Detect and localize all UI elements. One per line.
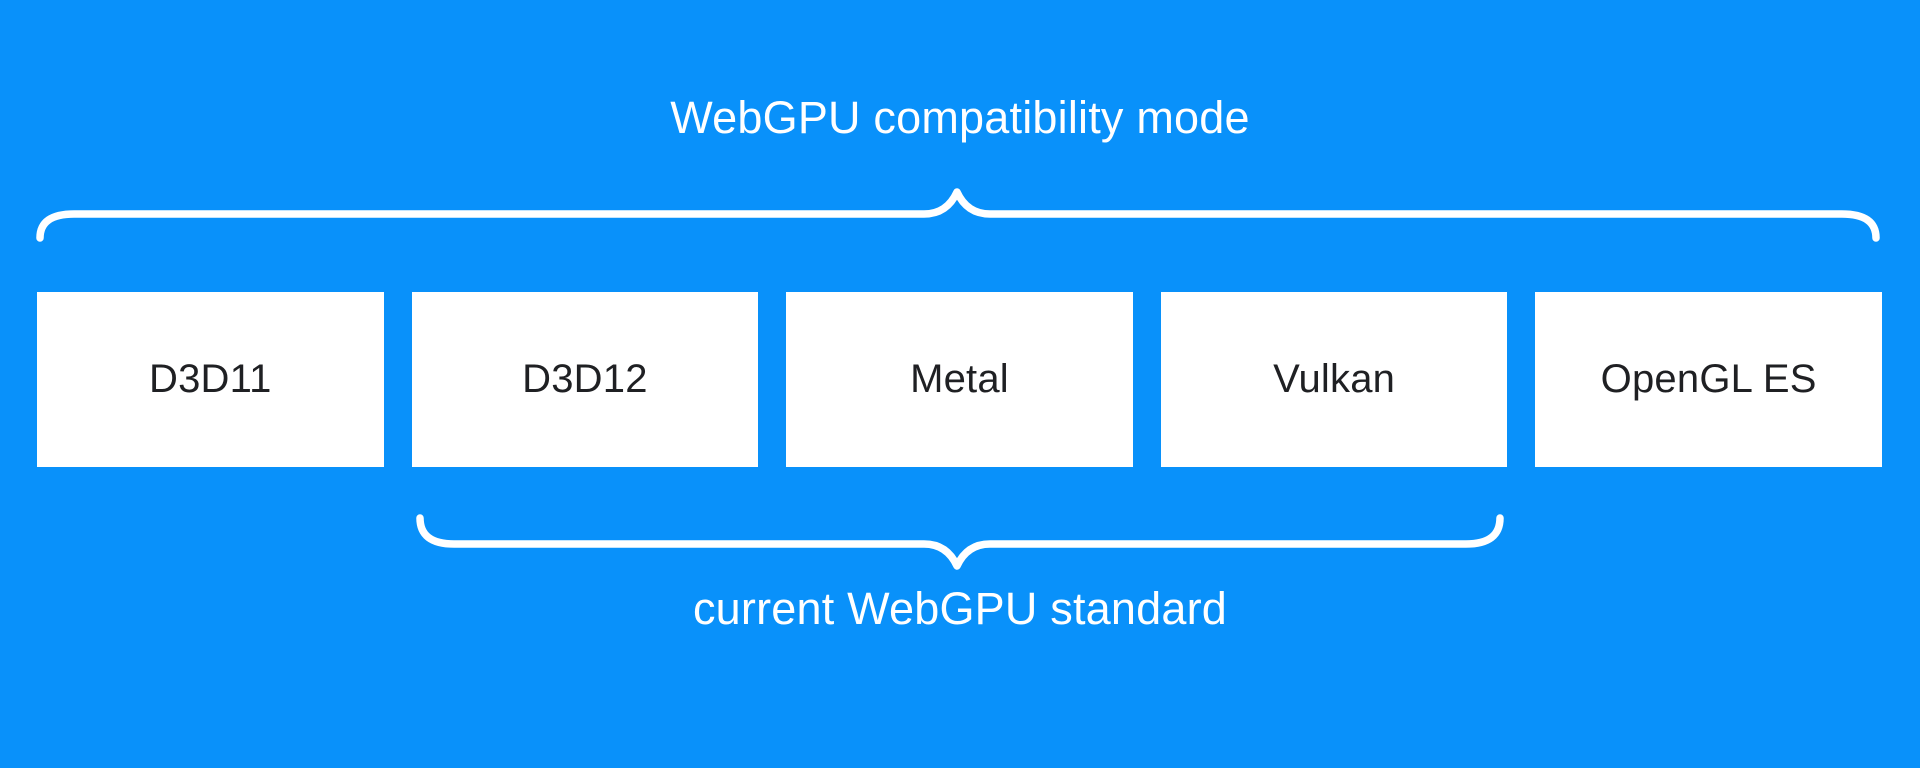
api-box-opengl-es: OpenGL ES: [1535, 292, 1882, 467]
top-brace-label: WebGPU compatibility mode: [670, 92, 1250, 143]
bottom-brace-label: current WebGPU standard: [692, 583, 1227, 634]
api-box-label: D3D12: [522, 357, 648, 401]
api-box-row: D3D11 D3D12 Metal Vulkan OpenGL ES: [37, 292, 1882, 467]
api-box-d3d12: D3D12: [411, 292, 759, 467]
api-box-metal: Metal: [786, 292, 1133, 467]
api-box-label: Vulkan: [1273, 357, 1396, 401]
api-box-label: D3D11: [149, 357, 272, 401]
api-box-vulkan: Vulkan: [1160, 292, 1508, 467]
api-box-label: Metal: [910, 357, 1009, 401]
api-box-label: OpenGL ES: [1600, 357, 1817, 401]
api-box-d3d11: D3D11: [37, 292, 384, 467]
bottom-brace-icon: [416, 514, 1504, 570]
top-brace-icon: [36, 188, 1880, 242]
